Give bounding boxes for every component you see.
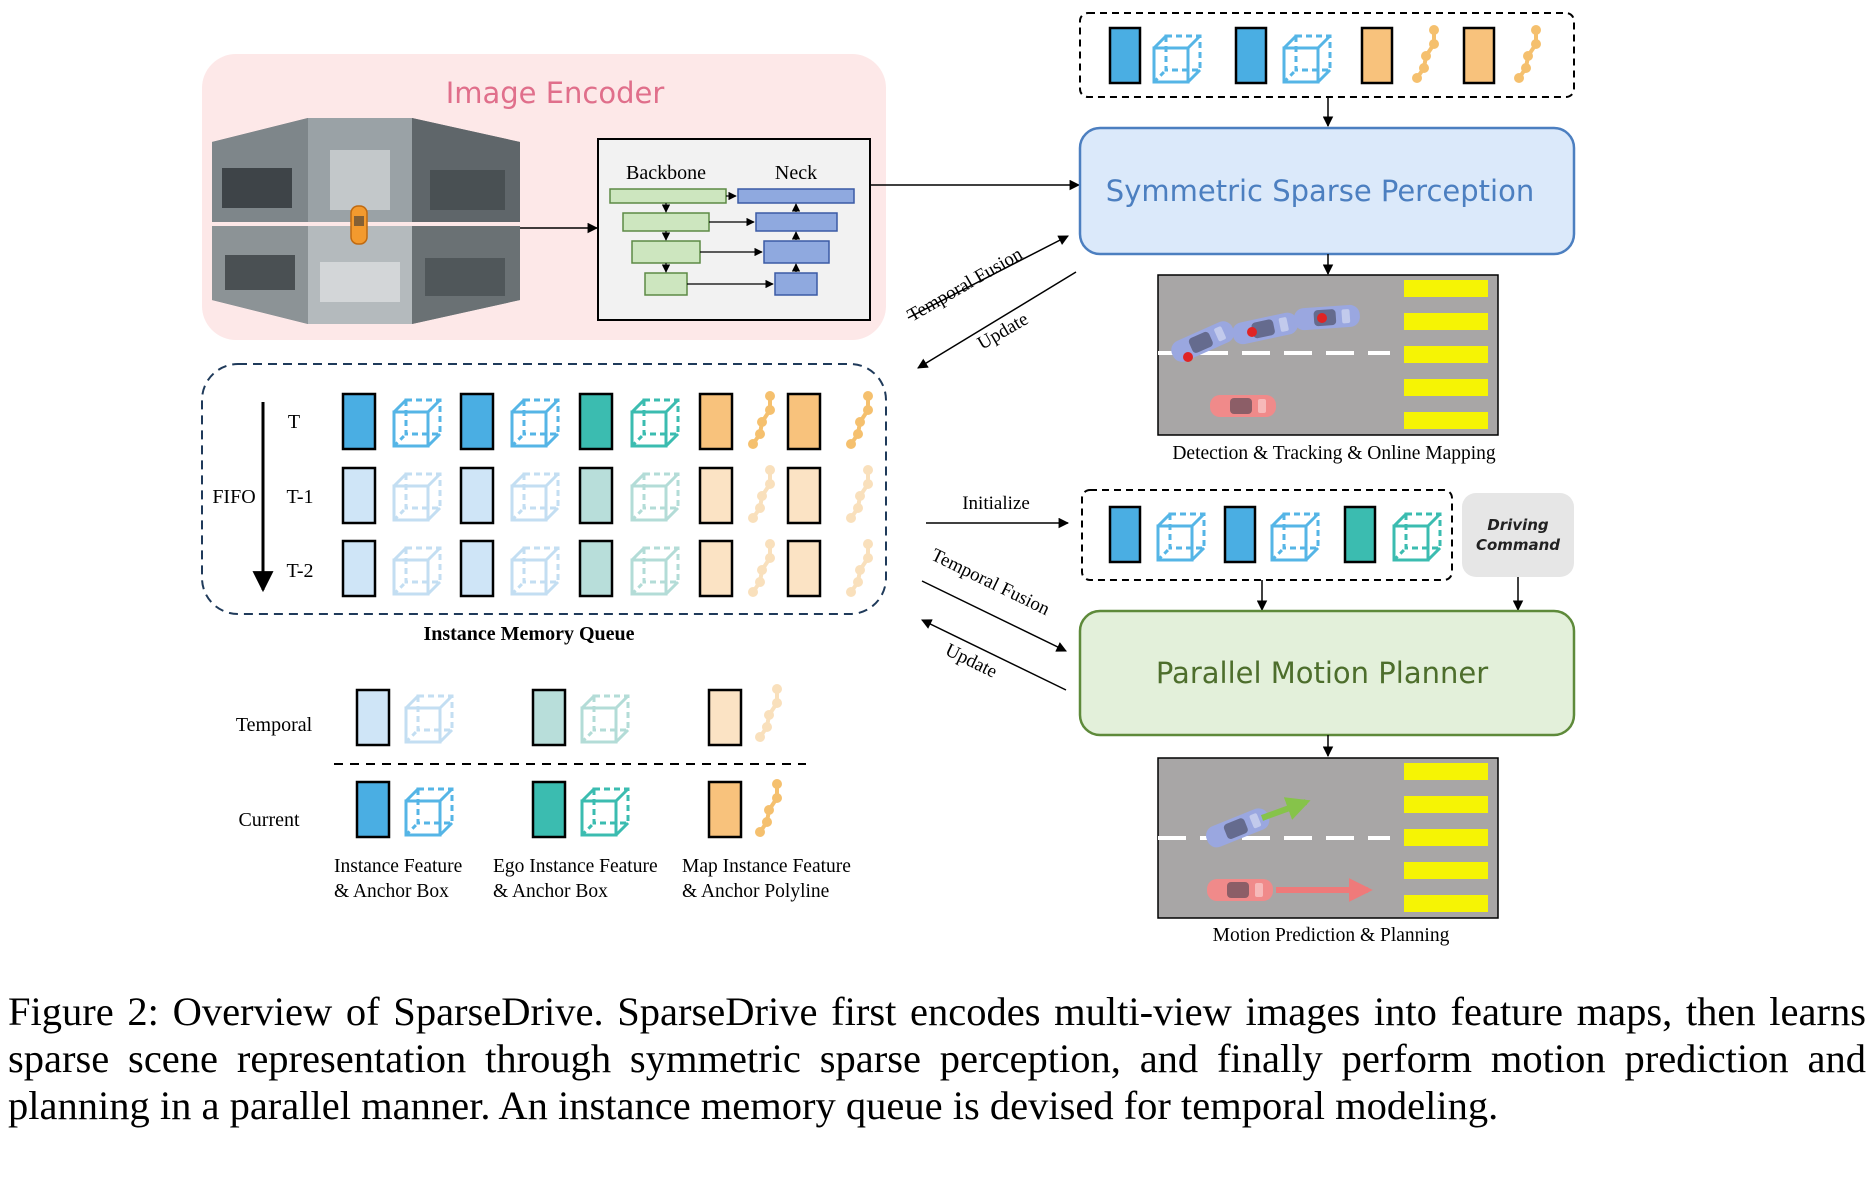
top-flow-arrows: Temporal Fusion Update bbox=[904, 235, 1077, 369]
queue-row-t bbox=[341, 390, 875, 451]
queue-row-label-t-1: T-1 bbox=[286, 486, 313, 508]
detection-tracking-mapping-scene bbox=[1157, 274, 1499, 436]
queue-row-t-2 bbox=[341, 538, 875, 598]
driving-command-line2: Command bbox=[1476, 536, 1560, 554]
driving-command-box: Driving Command bbox=[1462, 493, 1574, 577]
initialize-label: Initialize bbox=[962, 493, 1030, 514]
image-encoder-title: Image Encoder bbox=[446, 76, 665, 110]
legend-item-3-line1: Map Instance Feature bbox=[682, 856, 851, 877]
detection-scene-caption: Detection & Tracking & Online Mapping bbox=[1172, 443, 1496, 464]
legend-item-1-line2: & Anchor Box bbox=[334, 881, 449, 902]
backbone-label: Backbone bbox=[626, 162, 706, 184]
legend-item-2-line1: Ego Instance Feature bbox=[493, 856, 658, 877]
update-bottom-label: Update bbox=[942, 640, 1001, 683]
instance-memory-queue-title: Instance Memory Queue bbox=[423, 623, 634, 645]
legend-current-label: Current bbox=[238, 809, 300, 831]
planning-scene-caption: Motion Prediction & Planning bbox=[1213, 925, 1450, 946]
crosswalk-planning bbox=[1404, 763, 1488, 912]
instance-memory-queue: FIFO T T-1 T-2 bbox=[201, 363, 887, 615]
fifo-label: FIFO bbox=[212, 486, 255, 508]
image-encoder-panel: Image Encoder Backbone bbox=[202, 54, 886, 340]
symmetric-sparse-perception-title: Symmetric Sparse Perception bbox=[1106, 174, 1534, 208]
ego-car-icon bbox=[350, 205, 368, 245]
queue-row-t-1 bbox=[341, 464, 875, 525]
motion-prediction-planning-scene bbox=[1157, 757, 1499, 919]
perception-input-instances bbox=[1079, 12, 1575, 98]
other-car bbox=[1210, 395, 1276, 417]
symmetric-sparse-perception-block: Symmetric Sparse Perception bbox=[1078, 126, 1576, 256]
legend-temporal-label: Temporal bbox=[236, 714, 313, 736]
planner-input-instances bbox=[1081, 489, 1453, 581]
legend: Temporal Current Instance Feature & Anch… bbox=[236, 683, 851, 902]
temporal-fusion-bottom-label: Temporal Fusion bbox=[928, 545, 1054, 621]
legend-item-2-line2: & Anchor Box bbox=[493, 881, 608, 902]
backbone-neck-module: Backbone Neck bbox=[597, 138, 871, 321]
neck-label: Neck bbox=[775, 162, 817, 184]
other-vehicle bbox=[1207, 879, 1273, 901]
figure-caption: Figure 2: Overview of SparseDrive. Spars… bbox=[8, 989, 1866, 1128]
legend-item-1-line1: Instance Feature bbox=[334, 856, 462, 877]
crosswalk bbox=[1404, 280, 1488, 429]
queue-row-label-t-2: T-2 bbox=[286, 560, 313, 582]
multi-view-camera-images bbox=[212, 118, 520, 324]
queue-row-label-t: T bbox=[288, 411, 300, 433]
parallel-motion-planner-title: Parallel Motion Planner bbox=[1156, 656, 1488, 690]
sparsedrive-overview-diagram: Image Encoder Backbone bbox=[201, 12, 1576, 946]
parallel-motion-planner-block: Parallel Motion Planner bbox=[1078, 609, 1576, 737]
bottom-flow-arrows: Initialize Temporal Fusion Update bbox=[921, 493, 1070, 691]
legend-item-3-line2: & Anchor Polyline bbox=[682, 881, 829, 902]
driving-command-line1: Driving bbox=[1487, 516, 1549, 534]
